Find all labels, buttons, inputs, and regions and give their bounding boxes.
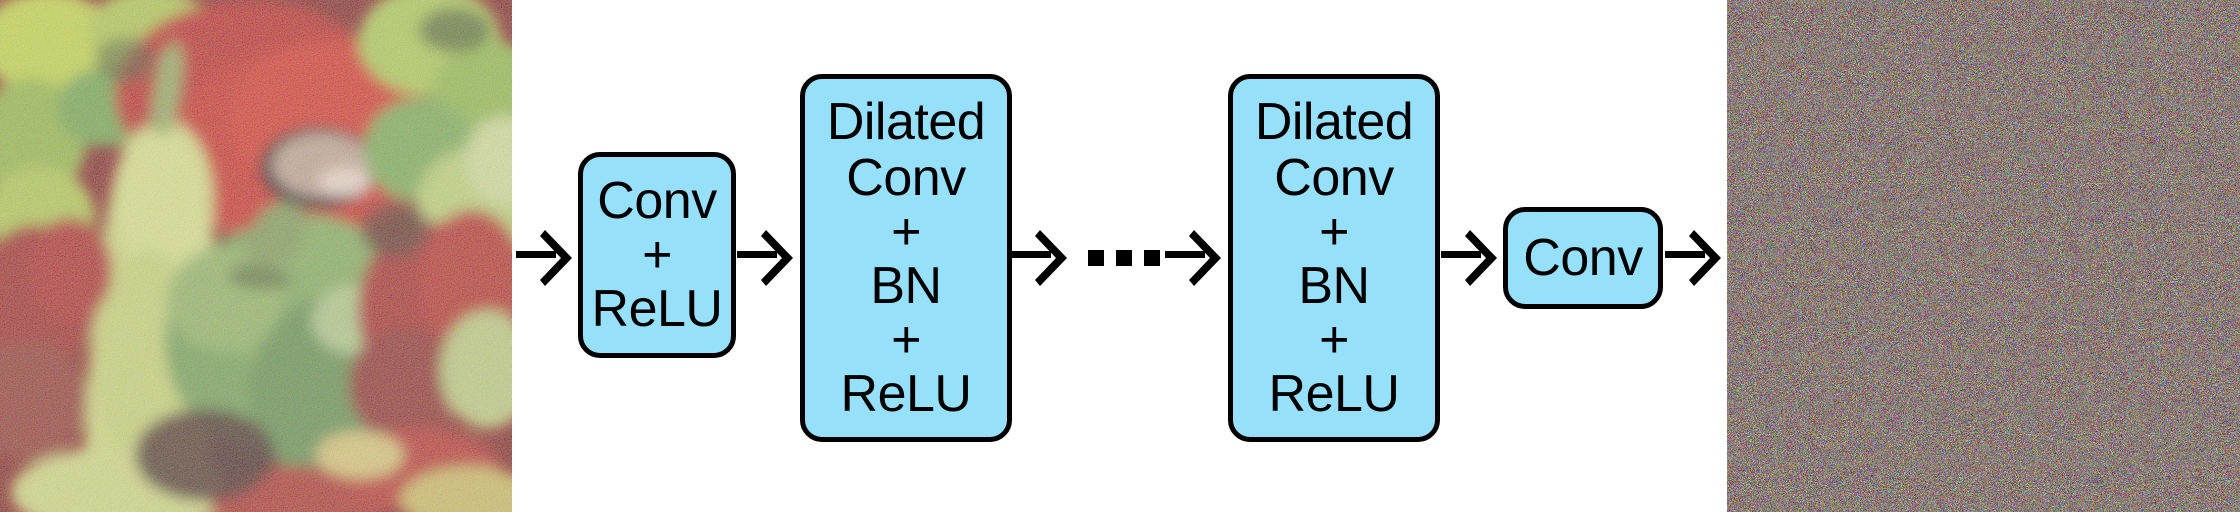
block-line: +	[1319, 311, 1349, 370]
ellipsis-dot	[1088, 250, 1104, 266]
rgb-noise-image	[1727, 0, 2240, 512]
block-line: Conv	[1274, 148, 1394, 207]
block-line: Conv	[597, 171, 717, 230]
block-line: +	[891, 203, 921, 261]
arrow-conv-to-output	[1665, 227, 1727, 289]
block-line: BN	[870, 257, 942, 315]
block-line: +	[642, 226, 672, 284]
ellipsis-repeated-blocks	[1088, 249, 1160, 267]
arrow-dilated1-to-ellipsis	[1011, 227, 1073, 289]
block-dilated-conv-bn-relu-1[interactable]: Dilated Conv + BN + ReLU	[800, 74, 1012, 442]
block-line: ReLU	[591, 280, 723, 338]
block-line: +	[891, 311, 921, 370]
block-dilated-conv-bn-relu-2[interactable]: Dilated Conv + BN + ReLU	[1228, 74, 1440, 442]
block-conv-relu[interactable]: Conv + ReLU	[578, 152, 736, 358]
peppers-photo	[0, 0, 512, 512]
block-conv-output[interactable]: Conv	[1503, 207, 1663, 309]
arrow-dilated2-to-conv	[1441, 227, 1503, 289]
block-line: Conv	[1523, 228, 1643, 287]
arrow-input-to-conv	[516, 227, 578, 289]
arrow-ellipsis-to-dilated2	[1165, 227, 1227, 289]
ellipsis-dot	[1144, 250, 1160, 266]
block-line: +	[1319, 203, 1349, 261]
block-line: Dilated	[1254, 92, 1414, 151]
noisy-peppers-image	[0, 0, 512, 512]
ellipsis-dot	[1116, 250, 1132, 266]
block-line: BN	[1298, 257, 1370, 315]
block-line: ReLU	[840, 365, 972, 424]
arrow-conv-to-dilated1	[737, 227, 799, 289]
block-line: Conv	[846, 148, 966, 207]
block-line: ReLU	[1268, 365, 1400, 424]
noise-field	[1727, 0, 2240, 512]
block-line: Dilated	[826, 92, 986, 151]
